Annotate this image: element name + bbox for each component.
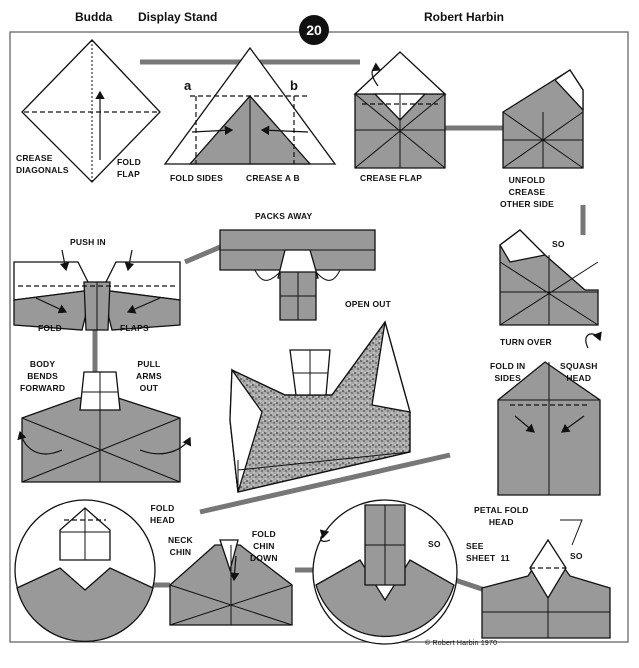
label-point-a: a: [184, 78, 192, 93]
step-connector: [199, 452, 451, 515]
label-packs-away: PACKS AWAY: [255, 211, 313, 221]
label-open-out: OPEN OUT: [345, 299, 391, 309]
neck-detail-circle: [312, 499, 458, 645]
step-1-diagram: [21, 39, 161, 183]
label-fold-in-sides: FOLD IN SIDES: [490, 361, 526, 383]
label-squash-head: SQUASH HEAD: [560, 361, 598, 383]
label-fold-chin-down: FOLD CHIN DOWN: [250, 529, 278, 563]
header-author-right: Robert Harbin: [424, 10, 505, 24]
header-title: Display Stand: [138, 10, 218, 24]
copyright-note: © Robert Harbin 1970: [425, 640, 498, 647]
label-crease-flap: CREASE FLAP: [360, 173, 423, 183]
label-see-sheet: SEE SHEET 11: [466, 541, 510, 563]
step-connector: [454, 577, 486, 593]
step-2-diagram: [163, 46, 337, 165]
finished-model: [229, 320, 411, 493]
head-detail-circle: [14, 499, 156, 642]
label-fold: FOLD: [38, 323, 62, 333]
label-turn-over: TURN OVER: [500, 337, 552, 347]
label-point-b: b: [290, 78, 299, 93]
label-fold-flap: FOLD FLAP: [117, 157, 141, 179]
label-fold-head: FOLD HEAD: [150, 503, 175, 525]
step-connector: [184, 242, 226, 265]
label-crease-a-b: CREASE A B: [246, 173, 300, 183]
body-bends-diagram: [17, 371, 192, 483]
label-unfold-crease: UNFOLD CREASE OTHER SIDE: [500, 175, 554, 209]
header-author-left: Budda: [75, 10, 113, 24]
label-petal-fold: PETAL FOLD HEAD: [474, 505, 529, 527]
sheet-number-badge: 20: [299, 15, 329, 45]
label-so-2: SO: [428, 539, 441, 549]
label-push-in: PUSH IN: [70, 237, 106, 247]
label-so-1: SO: [552, 239, 565, 249]
fold-in-sides-diagram: [497, 361, 601, 496]
packs-away-diagram: [219, 229, 376, 321]
step-4-diagram: [502, 69, 584, 169]
step-3-diagram: [353, 51, 447, 169]
petal-fold-diagram: [481, 519, 611, 639]
push-in-diagram: [13, 249, 181, 331]
label-fold-sides: FOLD SIDES: [170, 173, 224, 183]
label-crease-diagonals: CREASE DIAGONALS: [16, 153, 69, 175]
label-body-bends: BODY BENDS FORWARD: [20, 359, 66, 393]
label-so-3: SO: [570, 551, 583, 561]
step-5-diagram: [499, 229, 602, 349]
fold-chin-diagram: [169, 539, 293, 626]
label-flaps: FLAPS: [120, 323, 149, 333]
label-pull-arms: PULL ARMS OUT: [136, 359, 162, 393]
label-neck-chin: NECK CHIN: [168, 535, 193, 557]
